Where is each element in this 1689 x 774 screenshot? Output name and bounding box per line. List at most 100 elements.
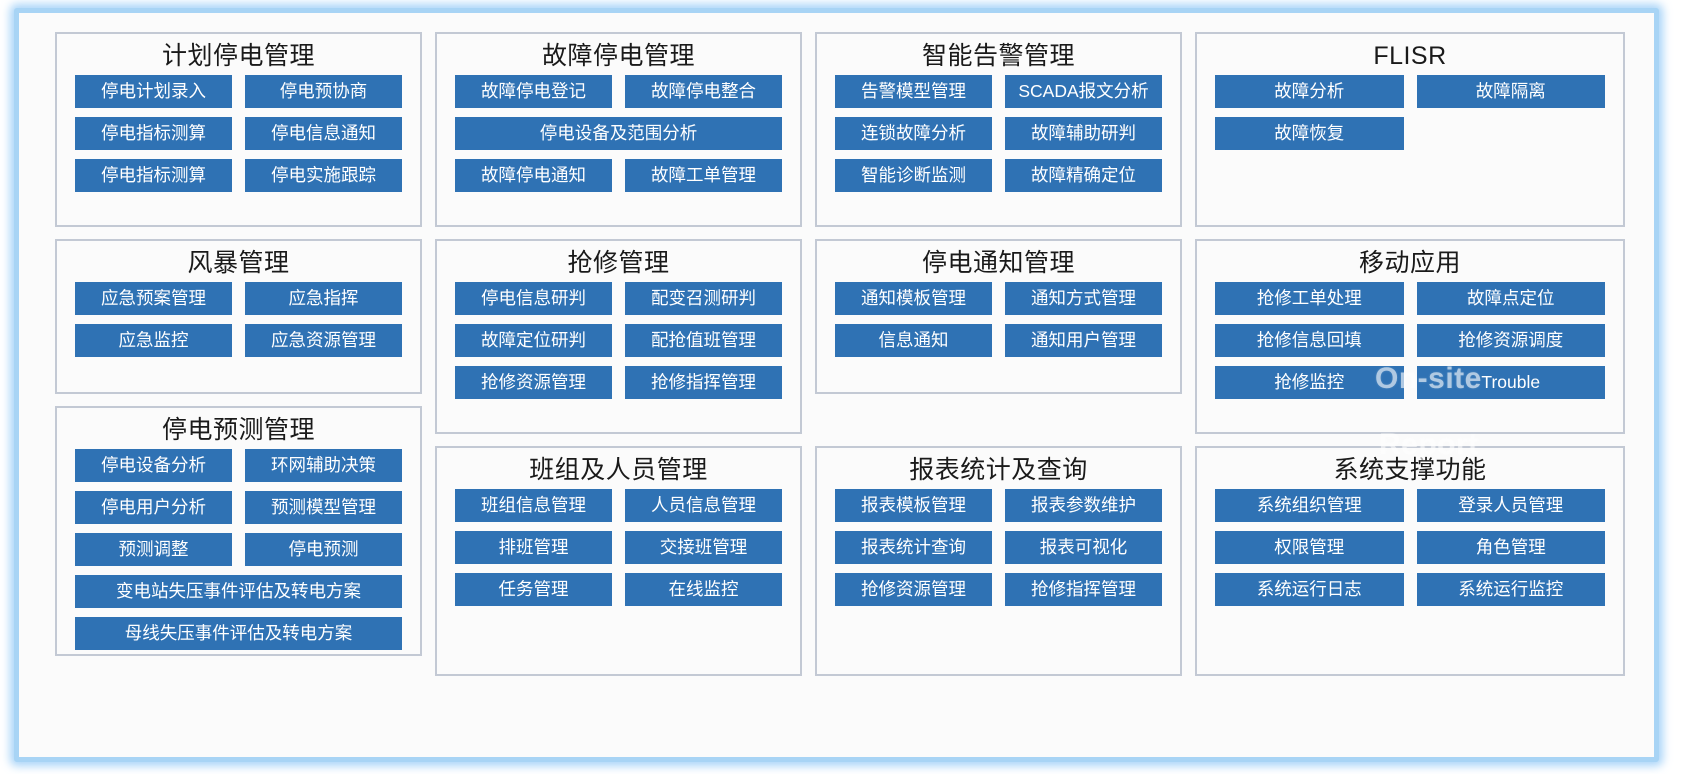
function-button[interactable]: 连锁故障分析 xyxy=(835,117,992,151)
function-button[interactable]: 故障恢复 xyxy=(1215,117,1404,151)
function-button[interactable]: 停电实施跟踪 xyxy=(245,159,402,193)
function-button[interactable]: 故障精确定位 xyxy=(1005,159,1162,193)
function-button[interactable]: 停电设备分析 xyxy=(75,449,232,483)
function-button[interactable]: 抢修工单处理 xyxy=(1215,282,1404,316)
panel-system-support-functions: 系统支撑功能系统组织管理登录人员管理权限管理角色管理系统运行日志系统运行监控 xyxy=(1195,446,1625,676)
function-button[interactable]: 系统运行日志 xyxy=(1215,573,1404,607)
function-button[interactable]: 任务管理 xyxy=(455,573,612,607)
panel-title-planned-outage-management: 计划停电管理 xyxy=(161,42,315,70)
function-button[interactable]: 应急监控 xyxy=(75,324,232,358)
function-button[interactable]: 停电信息研判 xyxy=(455,282,612,316)
button-row: 任务管理在线监控 xyxy=(455,573,782,607)
function-button[interactable]: 抢修监控 xyxy=(1215,366,1404,400)
function-button[interactable]: 停电信息通知 xyxy=(245,117,402,151)
function-button[interactable]: 交接班管理 xyxy=(625,531,782,565)
function-button[interactable]: 故障隔离 xyxy=(1416,75,1605,109)
button-row: 停电信息研判配变召测研判 xyxy=(455,282,782,316)
function-button[interactable]: 停电指标测算 xyxy=(75,117,232,151)
panel-outage-prediction-management: 停电预测管理停电设备分析环网辅助决策停电用户分析预测模型管理预测调整停电预测变电… xyxy=(55,406,422,656)
function-button[interactable]: 配抢值班管理 xyxy=(625,324,782,358)
panel-title-outage-notification-management: 停电通知管理 xyxy=(921,249,1075,277)
function-button[interactable]: 预测模型管理 xyxy=(245,491,402,525)
function-button[interactable]: 停电计划录入 xyxy=(75,75,232,109)
button-row: 抢修信息回填抢修资源调度 xyxy=(1215,324,1605,358)
panel-title-report-statistics-and-query: 报表统计及查询 xyxy=(909,456,1088,484)
function-button[interactable]: 抢修信息回填 xyxy=(1215,324,1404,358)
function-button[interactable]: 故障定位研判 xyxy=(455,324,612,358)
button-row: 故障定位研判配抢值班管理 xyxy=(455,324,782,358)
panel-grid: 计划停电管理停电计划录入停电预协商停电指标测算停电信息通知停电指标测算停电实施跟… xyxy=(55,32,1625,738)
function-button[interactable]: 系统组织管理 xyxy=(1215,489,1404,523)
function-button[interactable]: 信息通知 xyxy=(835,324,992,358)
function-button[interactable]: 抢修指挥管理 xyxy=(625,366,782,400)
button-row: 停电指标测算停电信息通知 xyxy=(75,117,402,151)
function-button[interactable]: 环网辅助决策 xyxy=(245,449,402,483)
diagram-board: 计划停电管理停电计划录入停电预协商停电指标测算停电信息通知停电指标测算停电实施跟… xyxy=(22,15,1654,757)
function-button[interactable]: 停电预协商 xyxy=(245,75,402,109)
function-button[interactable]: 抢修资源管理 xyxy=(455,366,612,400)
function-button[interactable]: 报表可视化 xyxy=(1005,531,1162,565)
function-button[interactable]: 故障停电整合 xyxy=(625,75,782,109)
function-button[interactable]: 系统运行监控 xyxy=(1416,573,1605,607)
function-button[interactable]: 智能诊断监测 xyxy=(835,159,992,193)
panel-buttons-report-statistics-and-query: 报表模板管理报表参数维护报表统计查询报表可视化抢修资源管理抢修指挥管理 xyxy=(817,489,1180,616)
function-button[interactable]: 配变召测研判 xyxy=(625,282,782,316)
function-button[interactable]: 停电用户分析 xyxy=(75,491,232,525)
function-button[interactable]: 权限管理 xyxy=(1215,531,1404,565)
button-row: 信息通知通知用户管理 xyxy=(835,324,1162,358)
button-placeholder xyxy=(1417,117,1606,150)
panel-title-system-support-functions: 系统支撑功能 xyxy=(1333,456,1487,484)
function-button[interactable]: 变电站失压事件评估及转电方案 xyxy=(75,575,402,609)
panel-title-intelligent-alarm-management: 智能告警管理 xyxy=(921,42,1075,70)
function-button[interactable]: 通知方式管理 xyxy=(1005,282,1162,316)
function-button[interactable]: Trouble xyxy=(1416,366,1605,400)
function-button[interactable]: 母线失压事件评估及转电方案 xyxy=(75,617,402,651)
function-button[interactable]: 故障点定位 xyxy=(1416,282,1605,316)
function-button[interactable]: 排班管理 xyxy=(455,531,612,565)
function-button[interactable]: 故障分析 xyxy=(1215,75,1404,109)
function-button[interactable]: 抢修资源管理 xyxy=(835,573,992,607)
panel-outage-notification-management: 停电通知管理通知模板管理通知方式管理信息通知通知用户管理 xyxy=(815,239,1182,394)
function-button[interactable]: 停电预测 xyxy=(245,533,402,567)
button-row: 停电设备及范围分析 xyxy=(455,117,782,151)
function-button[interactable]: 应急指挥 xyxy=(245,282,402,316)
function-button[interactable]: 故障停电通知 xyxy=(455,159,612,193)
function-button[interactable]: 抢修指挥管理 xyxy=(1005,573,1162,607)
button-row: 预测调整停电预测 xyxy=(75,533,402,567)
panel-buttons-outage-notification-management: 通知模板管理通知方式管理信息通知通知用户管理 xyxy=(817,282,1180,367)
function-button[interactable]: 报表模板管理 xyxy=(835,489,992,523)
function-button[interactable]: 通知用户管理 xyxy=(1005,324,1162,358)
panel-title-fault-outage-management: 故障停电管理 xyxy=(541,42,695,70)
button-row: 应急预案管理应急指挥 xyxy=(75,282,402,316)
function-button[interactable]: SCADA报文分析 xyxy=(1005,75,1162,109)
function-button[interactable]: 故障辅助研判 xyxy=(1005,117,1162,151)
button-row: 停电指标测算停电实施跟踪 xyxy=(75,159,402,193)
function-button[interactable]: 抢修资源调度 xyxy=(1416,324,1605,358)
panel-title-storm-management: 风暴管理 xyxy=(187,249,290,277)
panel-buttons-planned-outage-management: 停电计划录入停电预协商停电指标测算停电信息通知停电指标测算停电实施跟踪 xyxy=(57,75,420,202)
panel-intelligent-alarm-management: 智能告警管理告警模型管理 SCADA报文分析连锁故障分析故障辅助研判智能诊断监测故… xyxy=(815,32,1182,227)
function-button[interactable]: 预测调整 xyxy=(75,533,232,567)
function-button[interactable]: 应急预案管理 xyxy=(75,282,232,316)
function-button[interactable]: 故障工单管理 xyxy=(625,159,782,193)
function-button[interactable]: 故障停电登记 xyxy=(455,75,612,109)
function-button[interactable]: 登录人员管理 xyxy=(1416,489,1605,523)
button-row: 报表统计查询报表可视化 xyxy=(835,531,1162,565)
function-button[interactable]: 班组信息管理 xyxy=(455,489,612,523)
panel-title-team-and-personnel-management: 班组及人员管理 xyxy=(529,456,708,484)
function-button[interactable]: 停电指标测算 xyxy=(75,159,232,193)
function-button[interactable]: 应急资源管理 xyxy=(245,324,402,358)
panel-title-mobile-application: 移动应用 xyxy=(1358,249,1461,277)
function-button[interactable]: 报表统计查询 xyxy=(835,531,992,565)
button-row: 应急监控应急资源管理 xyxy=(75,324,402,358)
function-button[interactable]: 停电设备及范围分析 xyxy=(455,117,782,151)
panel-storm-management: 风暴管理应急预案管理应急指挥应急监控应急资源管理 xyxy=(55,239,422,394)
function-button[interactable]: 角色管理 xyxy=(1416,531,1605,565)
function-button[interactable]: 人员信息管理 xyxy=(625,489,782,523)
function-button[interactable]: 报表参数维护 xyxy=(1005,489,1162,523)
function-button[interactable]: 在线监控 xyxy=(625,573,782,607)
function-button[interactable]: 告警模型管理 xyxy=(835,75,992,109)
function-button[interactable]: 通知模板管理 xyxy=(835,282,992,316)
